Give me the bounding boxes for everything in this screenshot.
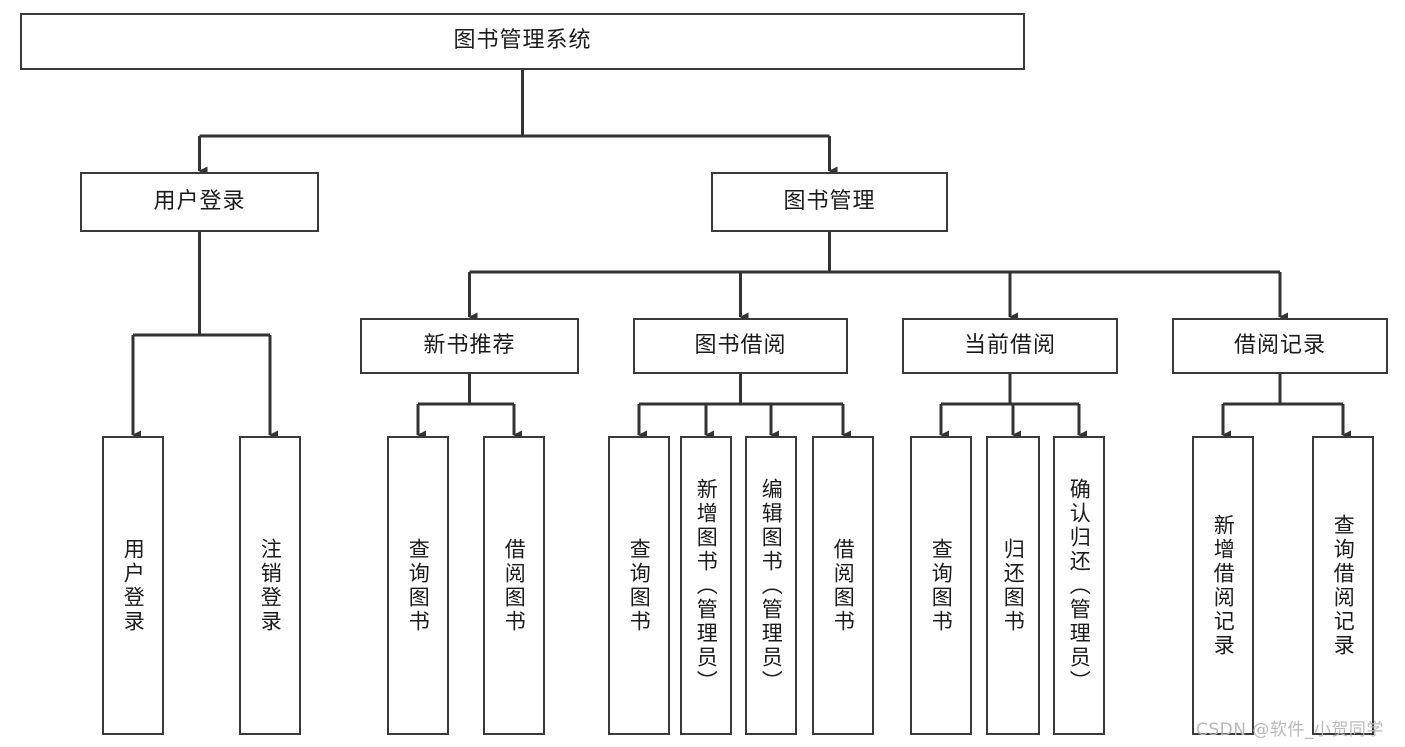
node-label: 图书管理 [783,188,876,214]
node-label: 当前借阅 [963,332,1056,358]
node-label: 图书管理系统 [453,28,592,54]
node-leaf-add-rec[interactable]: 新增借阅记录 [1192,436,1254,735]
node-leaf-return[interactable]: 归还图书 [986,436,1040,735]
node-leaf-user-login[interactable]: 用户登录 [102,436,164,735]
node-leaf-add-book[interactable]: 新增图书（管理员） [680,436,732,735]
node-label: 新增图书（管理员） [694,477,719,694]
node-book-borrow[interactable]: 图书借阅 [633,318,848,374]
node-leaf-query-3[interactable]: 查询图书 [910,436,972,735]
node-label: 查询图书 [929,537,954,634]
node-label: 借阅图书 [831,537,856,634]
node-current-borrow[interactable]: 当前借阅 [902,318,1118,374]
node-root[interactable]: 图书管理系统 [20,13,1025,70]
node-label: 编辑图书（管理员） [759,477,784,694]
node-borrow-record[interactable]: 借阅记录 [1172,318,1388,374]
node-new-book-rec[interactable]: 新书推荐 [360,318,579,374]
node-label: 新书推荐 [423,332,516,358]
node-leaf-query-1[interactable]: 查询图书 [387,436,449,735]
node-label: 查询图书 [627,537,652,634]
node-label: 图书借阅 [694,332,787,358]
node-user-login[interactable]: 用户登录 [80,172,319,232]
node-leaf-logout[interactable]: 注销登录 [239,436,301,735]
node-leaf-borrow-2[interactable]: 借阅图书 [812,436,874,735]
node-leaf-confirm[interactable]: 确认归还（管理员） [1053,436,1105,735]
node-label: 借阅图书 [502,537,527,634]
node-label: 借阅记录 [1233,332,1326,358]
node-label: 查询借阅记录 [1331,513,1356,658]
node-leaf-edit-book[interactable]: 编辑图书（管理员） [745,436,797,735]
node-label: 归还图书 [1001,537,1026,634]
node-label: 注销登录 [258,537,283,634]
node-label: 查询图书 [406,537,431,634]
node-book-manage[interactable]: 图书管理 [711,172,948,232]
node-leaf-query-2[interactable]: 查询图书 [608,436,670,735]
node-leaf-query-rec[interactable]: 查询借阅记录 [1312,436,1374,735]
node-label: 用户登录 [121,537,146,634]
node-label: 新增借阅记录 [1211,513,1236,658]
node-label: 确认归还（管理员） [1067,477,1092,694]
node-leaf-borrow-1[interactable]: 借阅图书 [483,436,545,735]
node-label: 用户登录 [153,188,246,214]
